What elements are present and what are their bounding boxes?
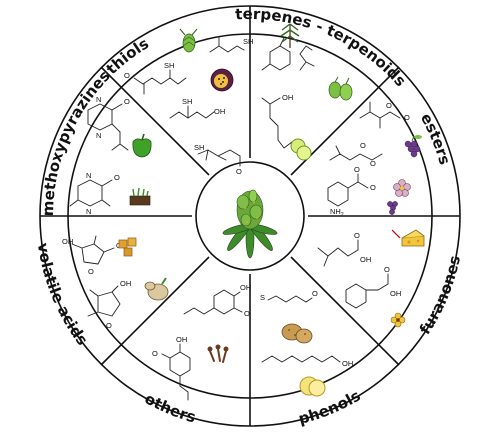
- hop-cone-icon: [328, 76, 353, 101]
- passionfruit-icon: [210, 68, 234, 92]
- cheese-icon: [391, 229, 425, 247]
- atom-sh-2: SH: [164, 61, 174, 70]
- potato-icon: [281, 323, 313, 344]
- clove-icon: [207, 344, 229, 363]
- esters-sector: O O O O O O NH2: [327, 101, 422, 218]
- others-sector: S O OH: [260, 289, 353, 397]
- atom-o-17: O: [124, 97, 130, 106]
- atom-o-16: O: [106, 321, 112, 330]
- grapes-icon: [404, 135, 422, 158]
- other-molecule-1: [267, 295, 307, 303]
- atom-oh-5: OH: [342, 359, 353, 368]
- thiol-molecule-1: [209, 45, 245, 53]
- spoke-se: [290, 256, 400, 366]
- caramel-cubes-icon: [118, 237, 137, 257]
- atom-o-5: O: [360, 141, 366, 150]
- phenols-sector: OH O OH O: [152, 283, 251, 401]
- green-pepper-icon: [132, 133, 152, 158]
- atom-o-2: O: [236, 167, 242, 176]
- flower-icon: [390, 312, 406, 328]
- furanone-molecule-1: [81, 243, 105, 265]
- atom-o-7: O: [354, 165, 360, 174]
- atom-o-12: O: [244, 309, 250, 318]
- spoke-sw: [100, 256, 210, 366]
- atom-oh-8: OH: [62, 237, 73, 246]
- atom-nh2: NH2: [330, 207, 344, 218]
- atom-oh-1: OH: [214, 107, 225, 116]
- thiol-molecule-3: [169, 111, 215, 119]
- pine-sprig-icon: [280, 23, 300, 48]
- ester-molecule-3: [327, 181, 349, 207]
- atom-o-15: O: [88, 267, 94, 276]
- soil-icon: [129, 187, 151, 206]
- grapes-icon: [387, 201, 398, 215]
- atom-n-4: N: [86, 207, 91, 216]
- atom-sh-1: SH: [243, 37, 253, 46]
- atom-o-13: O: [152, 349, 158, 358]
- atom-sh-3: SH: [182, 97, 192, 106]
- furanone-molecule-2: [97, 291, 121, 317]
- acid-molecule-1: [317, 247, 359, 257]
- spoke-nw: [100, 66, 210, 176]
- flower-icon: [393, 179, 411, 197]
- cannabis-bud-icon: [222, 189, 278, 259]
- atom-o-11: O: [312, 289, 318, 298]
- atom-o-3: O: [386, 101, 392, 110]
- atom-oh-2: OH: [282, 93, 293, 102]
- atom-o-1: O: [124, 71, 130, 80]
- terpene-molecule-2: [299, 45, 313, 71]
- terpenes-sector: OH: [261, 23, 353, 161]
- furanones-sector: OH O O OH O: [62, 235, 169, 330]
- terpene-molecule-3: [269, 103, 293, 149]
- thiol-molecule-2: [133, 77, 187, 85]
- atom-oh-6: OH: [240, 283, 251, 292]
- atom-o-9: O: [354, 231, 360, 240]
- atom-o-8: O: [370, 183, 376, 192]
- methoxypyrazines-sector: N N O N N O: [69, 95, 152, 216]
- atom-o-10: O: [384, 265, 390, 274]
- volatile-acids-sector: O OH O OH: [317, 229, 425, 328]
- atom-oh-4: OH: [390, 289, 401, 298]
- ginger-root-icon: [144, 277, 169, 301]
- other-molecule-2: [261, 355, 341, 363]
- atom-o-18: O: [114, 173, 120, 182]
- atom-s: S: [260, 293, 265, 302]
- lime-slice-icon: [290, 138, 312, 161]
- atom-n-1: N: [96, 95, 101, 104]
- atom-oh-9: OH: [120, 279, 131, 288]
- atom-n-2: N: [96, 131, 101, 140]
- atom-oh-3: OH: [360, 255, 371, 264]
- atom-oh-7: OH: [176, 335, 187, 344]
- lemon-slice-icon: [299, 376, 326, 397]
- atom-o-4: O: [404, 113, 410, 122]
- atom-n-3: N: [86, 171, 91, 180]
- atom-o-6: O: [370, 159, 376, 168]
- thiols-sector: SH SH O SH OH SH O: [124, 28, 253, 176]
- ester-molecule-2: [329, 153, 383, 161]
- atom-sh-4: SH: [194, 143, 204, 152]
- hop-cone-icon: [179, 28, 198, 53]
- acid-molecule-2: [345, 283, 367, 309]
